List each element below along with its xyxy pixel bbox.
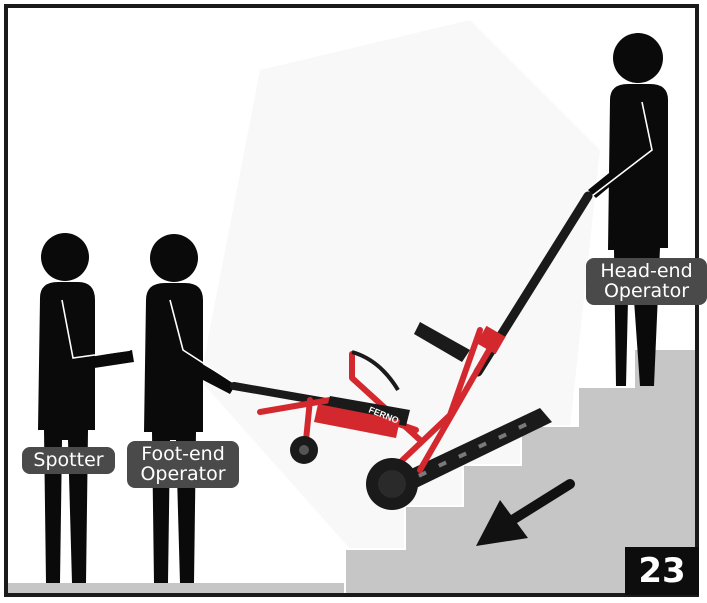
background-panel xyxy=(200,20,600,560)
spotter-figure xyxy=(38,233,134,583)
staircase xyxy=(345,349,699,597)
arrow-down-left-icon xyxy=(476,479,575,546)
stair-chair xyxy=(230,191,593,510)
foot-end-operator-label: Foot-end Operator xyxy=(127,441,239,488)
spotter-label: Spotter xyxy=(22,447,115,474)
step-number-badge: 23 xyxy=(625,547,699,595)
stair-edges xyxy=(344,348,699,597)
foot-end-operator-figure xyxy=(144,234,236,583)
head-end-operator-figure xyxy=(588,33,668,386)
head-end-operator-label: Head-end Operator xyxy=(586,258,707,305)
